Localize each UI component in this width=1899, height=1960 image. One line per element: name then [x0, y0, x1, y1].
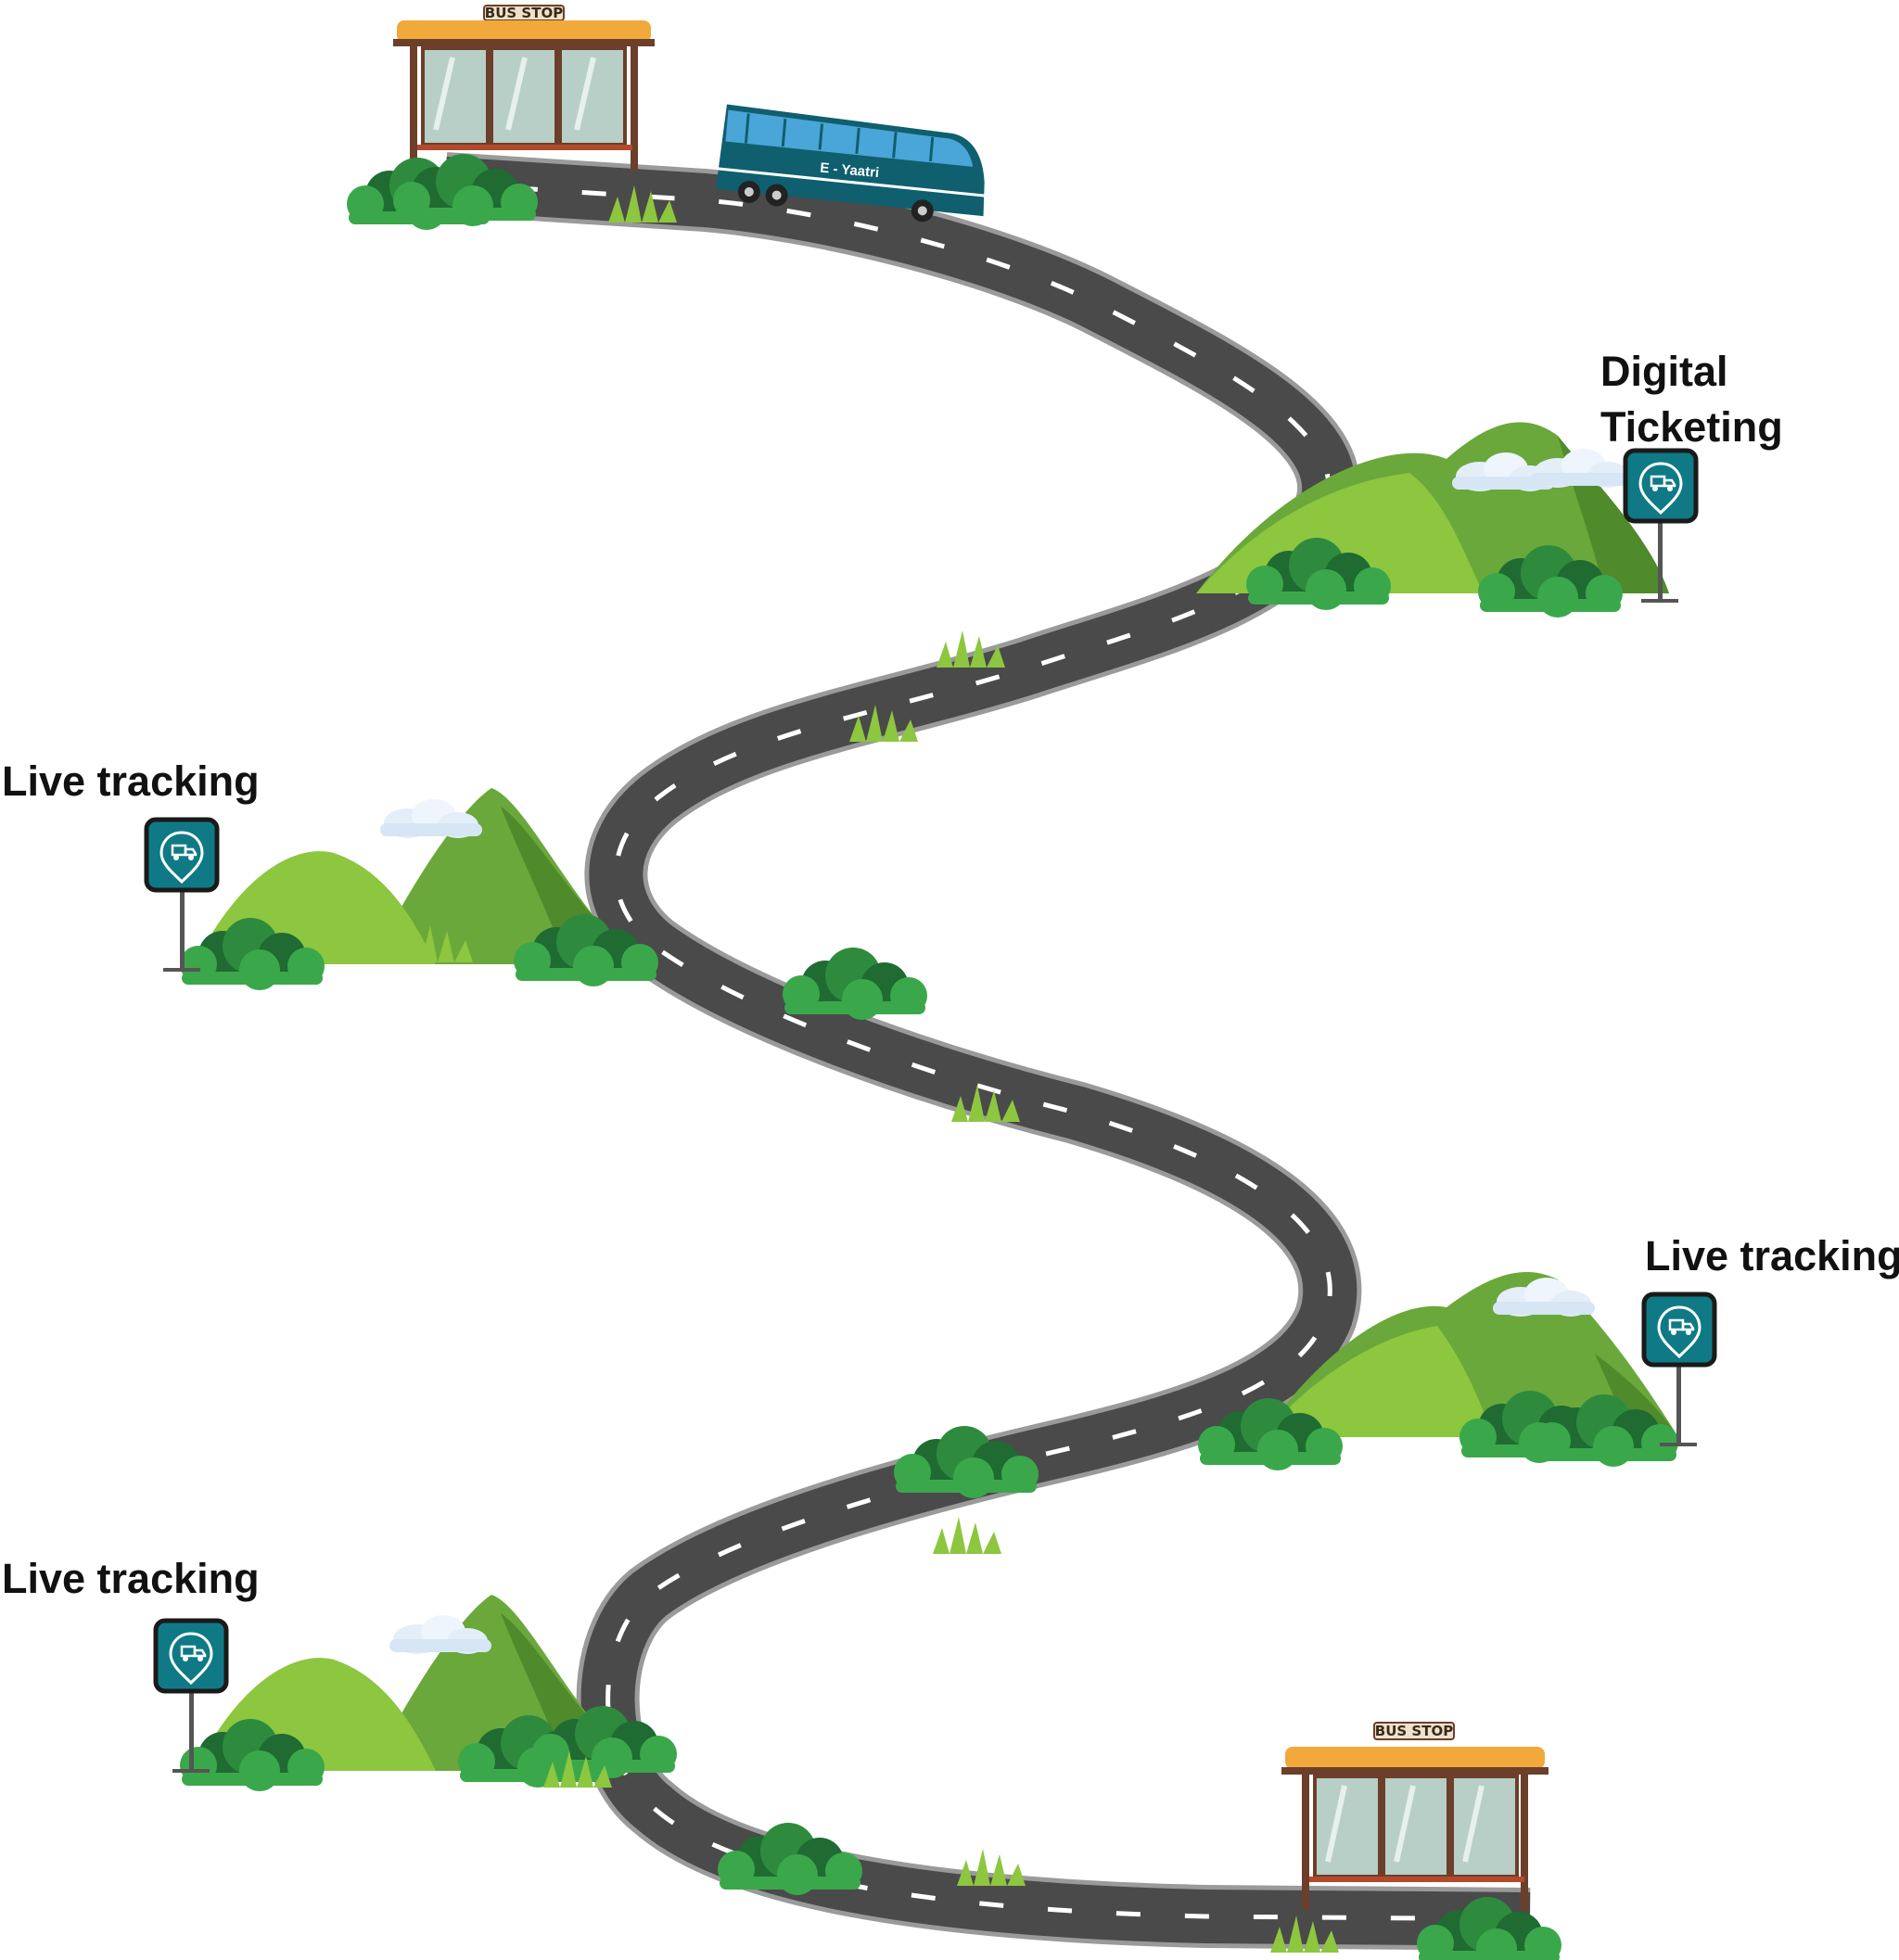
grass-icon	[933, 1517, 1001, 1554]
winding-road	[442, 152, 1531, 1951]
bus-stop-shelter-bottom: BUS STOP	[1281, 1722, 1549, 1910]
label-live-tracking-right: Live tracking	[1645, 1232, 1899, 1279]
lane-markings	[444, 181, 1531, 1922]
bus-stop-shelter-top: BUS STOP	[393, 5, 655, 171]
bus-stop-sign-text-bottom: BUS STOP	[1375, 1723, 1453, 1739]
label-digital-ticketing-line1: Digital	[1600, 348, 1728, 395]
bus-icon: E - Yaatri	[715, 104, 986, 223]
bus-stop-sign-text-top: BUS STOP	[485, 5, 563, 21]
location-pin-bus-icon	[156, 1621, 226, 1773]
location-pin-bus-icon	[1625, 451, 1696, 603]
bus-brand-text: E - Yaatri	[820, 160, 880, 182]
label-live-tracking-left-upper: Live tracking	[2, 757, 260, 805]
bush-icon	[783, 948, 927, 1020]
label-digital-ticketing-line2: Ticketing	[1600, 403, 1783, 451]
location-pin-bus-icon	[1644, 1294, 1714, 1446]
label-live-tracking-left-lower: Live tracking	[2, 1555, 260, 1602]
cloud-icon	[380, 799, 482, 838]
location-pin-bus-icon	[147, 820, 217, 972]
